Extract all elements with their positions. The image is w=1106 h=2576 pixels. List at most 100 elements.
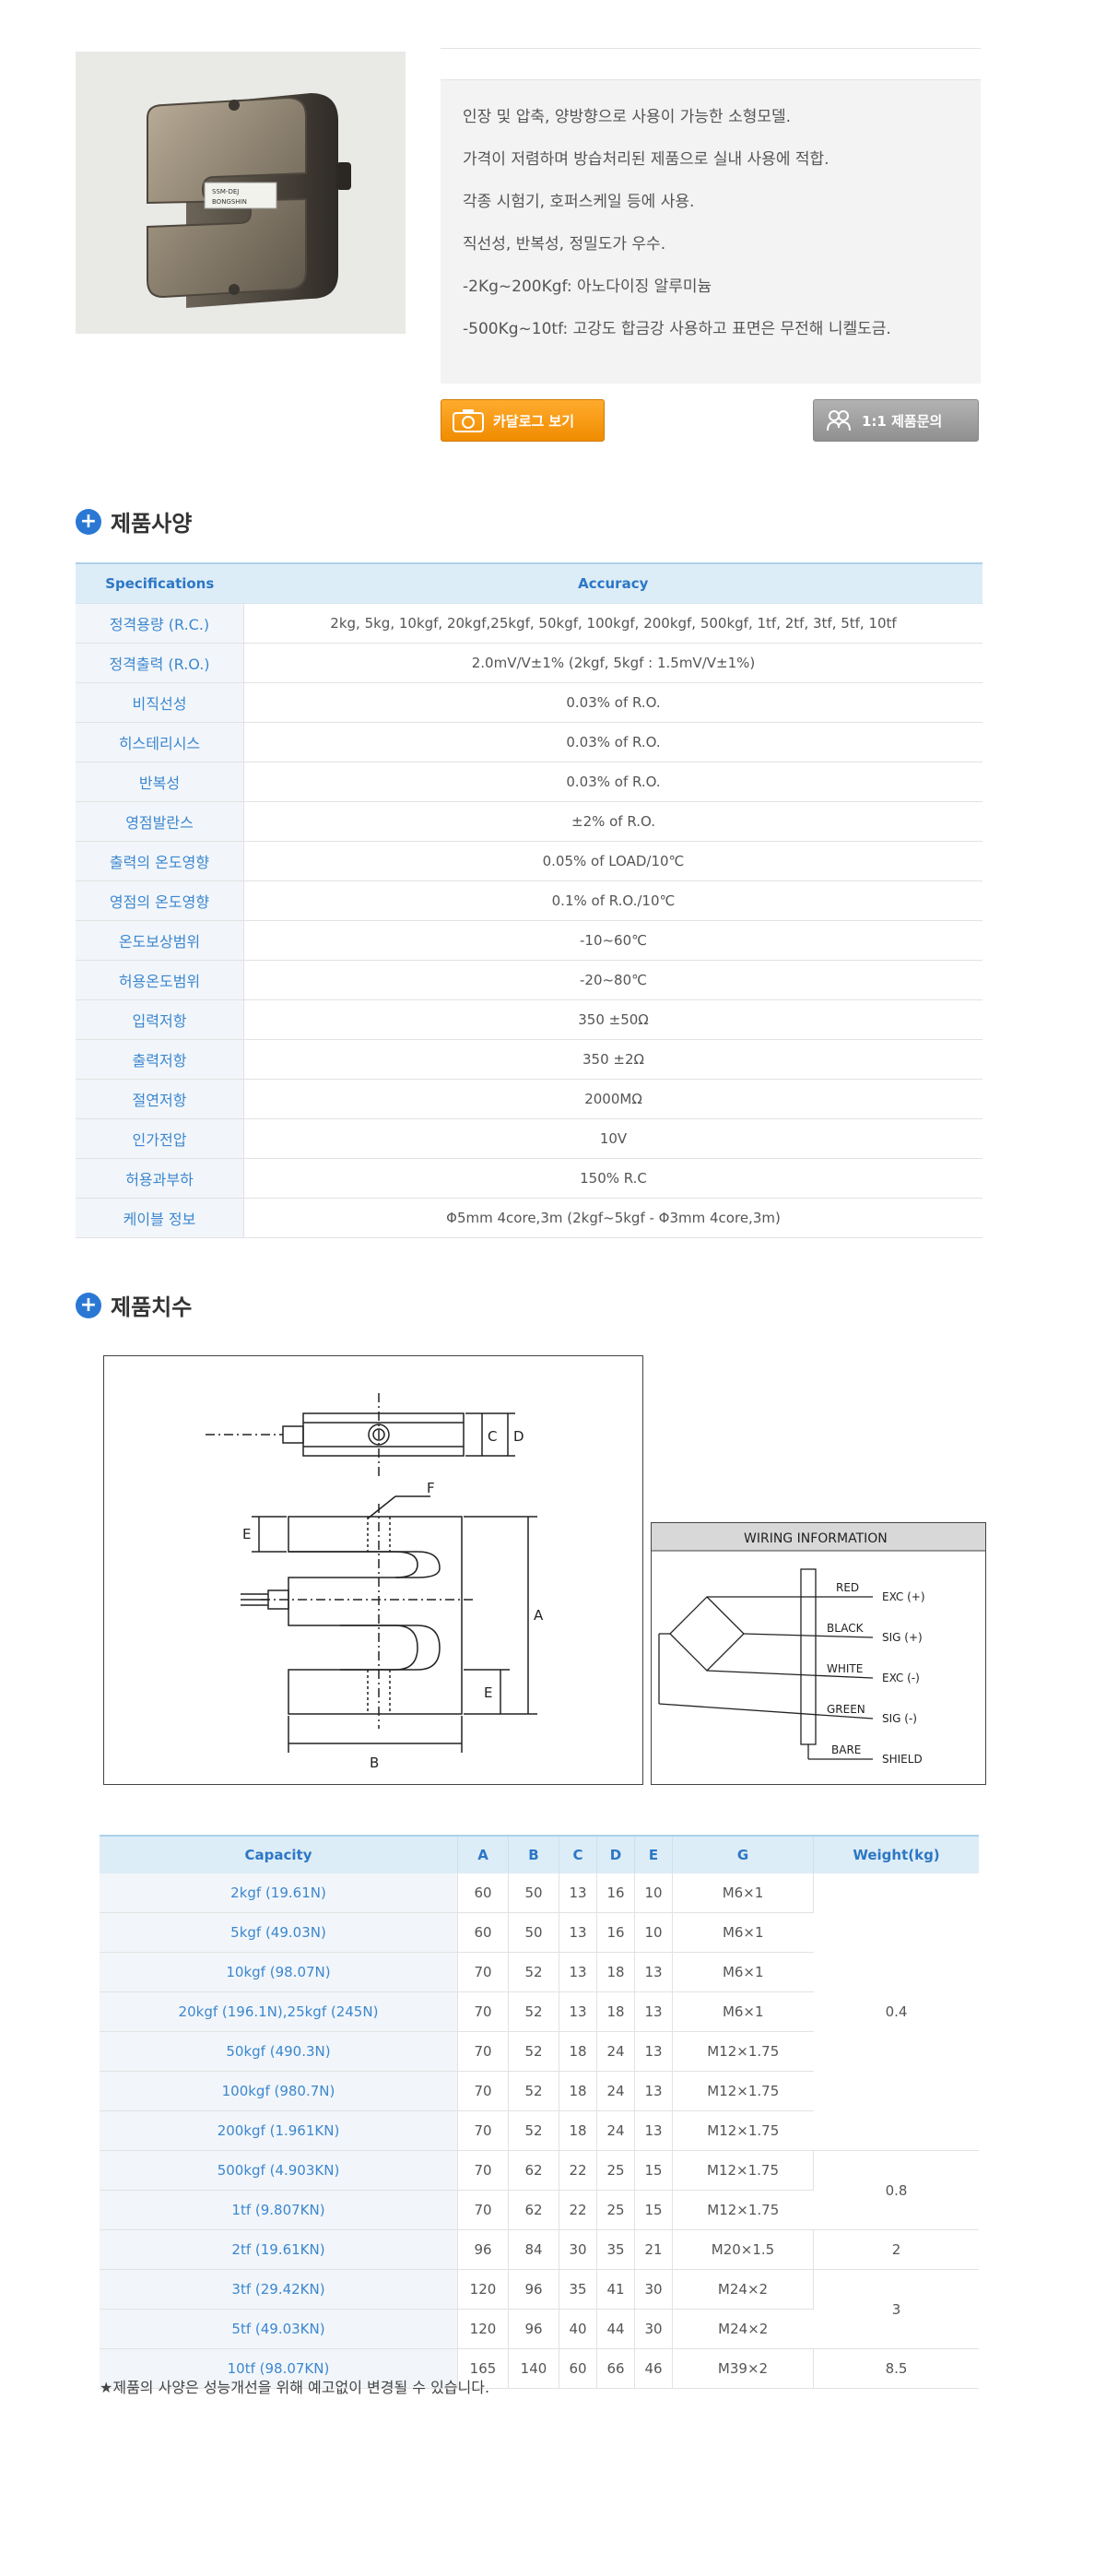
product-description: 인장 및 압축, 양방향으로 사용이 가능한 소형모델. 가격이 저렴하며 방습… bbox=[441, 79, 981, 384]
dim-label-d: D bbox=[513, 1428, 524, 1445]
cap-e: 13 bbox=[634, 2031, 673, 2072]
wire-signal-exc-minus: EXC (-) bbox=[882, 1672, 920, 1684]
cap-header-capacity: Capacity bbox=[100, 1835, 458, 1873]
cap-header-g: G bbox=[672, 1835, 814, 1873]
cap-header-a: A bbox=[457, 1835, 509, 1873]
cap-a: 70 bbox=[457, 2071, 509, 2111]
spec-header-specifications: Specifications bbox=[76, 562, 244, 604]
cap-e: 15 bbox=[634, 2190, 673, 2230]
product-label-line-2: BONGSHIN bbox=[212, 198, 247, 206]
product-label-plate bbox=[204, 182, 277, 209]
spec-label: 반복성 bbox=[76, 762, 244, 802]
cap-d: 25 bbox=[596, 2190, 635, 2230]
inquiry-button[interactable]: 1:1 제품문의 bbox=[813, 399, 979, 442]
description-line: 가격이 저렴하며 방습처리된 제품으로 실내 사용에 적합. bbox=[463, 150, 830, 169]
cap-b: 96 bbox=[508, 2309, 559, 2349]
cap-weight: 8.5 bbox=[813, 2348, 979, 2389]
cap-g: M24×2 bbox=[672, 2269, 814, 2310]
cap-g: M6×1 bbox=[672, 1952, 814, 1992]
cap-capacity: 2kgf (19.61N) bbox=[100, 1873, 458, 1913]
cap-a: 70 bbox=[457, 2110, 509, 2151]
dim-label-c: C bbox=[488, 1428, 497, 1445]
dim-label-e-top: E bbox=[242, 1526, 251, 1542]
wire-signal-sig-minus: SIG (-) bbox=[882, 1712, 917, 1725]
product-image: SSM-DEJ BONGSHIN bbox=[76, 52, 406, 334]
description-line: -500Kg~10tf: 고강도 합금강 사용하고 표면은 무전해 니켈도금. bbox=[463, 320, 891, 338]
spec-label: 케이블 정보 bbox=[76, 1198, 244, 1238]
cap-b: 52 bbox=[508, 2031, 559, 2072]
cap-d: 16 bbox=[596, 1912, 635, 1953]
spec-row: 정격용량 (R.C.)2kg, 5kg, 10kgf, 20kgf,25kgf,… bbox=[76, 603, 982, 644]
cap-capacity: 200kgf (1.961KN) bbox=[100, 2110, 458, 2151]
cap-c: 13 bbox=[559, 1873, 597, 1913]
footnote: ★제품의 사양은 성능개선을 위해 예고없이 변경될 수 있습니다. bbox=[100, 2379, 490, 2396]
dim-label-b: B bbox=[370, 1755, 379, 1771]
cap-capacity: 20kgf (196.1N),25kgf (245N) bbox=[100, 1991, 458, 2032]
spec-value: 350 ±50Ω bbox=[243, 999, 982, 1040]
cap-c: 22 bbox=[559, 2190, 597, 2230]
spec-section-title: + 제품사양 bbox=[76, 505, 192, 538]
dimension-section-title: + 제품치수 bbox=[76, 1289, 192, 1321]
cap-a: 165 bbox=[457, 2348, 509, 2389]
cap-a: 120 bbox=[457, 2269, 509, 2310]
spec-label: 출력저항 bbox=[76, 1039, 244, 1080]
cap-c: 40 bbox=[559, 2309, 597, 2349]
wire-signal-sig-plus: SIG (+) bbox=[882, 1631, 923, 1644]
dimension-drawing: C D F A E E B bbox=[103, 1355, 643, 1785]
cap-g: M12×1.75 bbox=[672, 2110, 814, 2151]
cap-e: 13 bbox=[634, 1991, 673, 2032]
cap-capacity: 10tf (98.07KN) bbox=[100, 2348, 458, 2389]
cap-b: 62 bbox=[508, 2190, 559, 2230]
cap-e: 13 bbox=[634, 2110, 673, 2151]
product-label-line-1: SSM-DEJ bbox=[212, 188, 239, 195]
cap-e: 13 bbox=[634, 2071, 673, 2111]
spec-value: 2.0mV/V±1% (2kgf, 5kgf : 1.5mV/V±1%) bbox=[243, 643, 982, 683]
cap-e: 46 bbox=[634, 2348, 673, 2389]
cap-b: 96 bbox=[508, 2269, 559, 2310]
spec-row: 허용온도범위-20~80℃ bbox=[76, 960, 982, 1000]
cap-e: 15 bbox=[634, 2150, 673, 2191]
capacity-table: Capacity A B C D E G Weight(kg) 2kgf (19… bbox=[100, 1835, 979, 2389]
cap-b: 62 bbox=[508, 2150, 559, 2191]
cap-a: 60 bbox=[457, 1912, 509, 1953]
cap-g: M12×1.75 bbox=[672, 2150, 814, 2191]
cap-c: 18 bbox=[559, 2071, 597, 2111]
cap-d: 16 bbox=[596, 1873, 635, 1913]
cap-a: 96 bbox=[457, 2229, 509, 2270]
spec-row: 온도보상범위-10~60℃ bbox=[76, 920, 982, 961]
cap-d: 24 bbox=[596, 2031, 635, 2072]
cap-b: 84 bbox=[508, 2229, 559, 2270]
cap-g: M24×2 bbox=[672, 2309, 814, 2349]
cap-d: 18 bbox=[596, 1991, 635, 2032]
cap-d: 44 bbox=[596, 2309, 635, 2349]
cap-b: 140 bbox=[508, 2348, 559, 2389]
spec-value: Φ5mm 4core,3m (2kgf~5kgf - Φ3mm 4core,3m… bbox=[243, 1198, 982, 1238]
cap-d: 18 bbox=[596, 1952, 635, 1992]
cap-header-weight: Weight(kg) bbox=[813, 1835, 979, 1873]
spec-label: 출력의 온도영향 bbox=[76, 841, 244, 881]
cap-d: 41 bbox=[596, 2269, 635, 2310]
cap-c: 13 bbox=[559, 1912, 597, 1953]
cap-header-e: E bbox=[634, 1835, 673, 1873]
spec-value: 10V bbox=[243, 1118, 982, 1159]
spec-label: 영점의 온도영향 bbox=[76, 880, 244, 921]
catalog-button[interactable]: 카달로그 보기 bbox=[441, 399, 605, 442]
spec-label: 온도보상범위 bbox=[76, 920, 244, 961]
cap-g: M12×1.75 bbox=[672, 2031, 814, 2072]
cap-b: 50 bbox=[508, 1912, 559, 1953]
cap-e: 30 bbox=[634, 2269, 673, 2310]
spec-label: 정격용량 (R.C.) bbox=[76, 603, 244, 644]
